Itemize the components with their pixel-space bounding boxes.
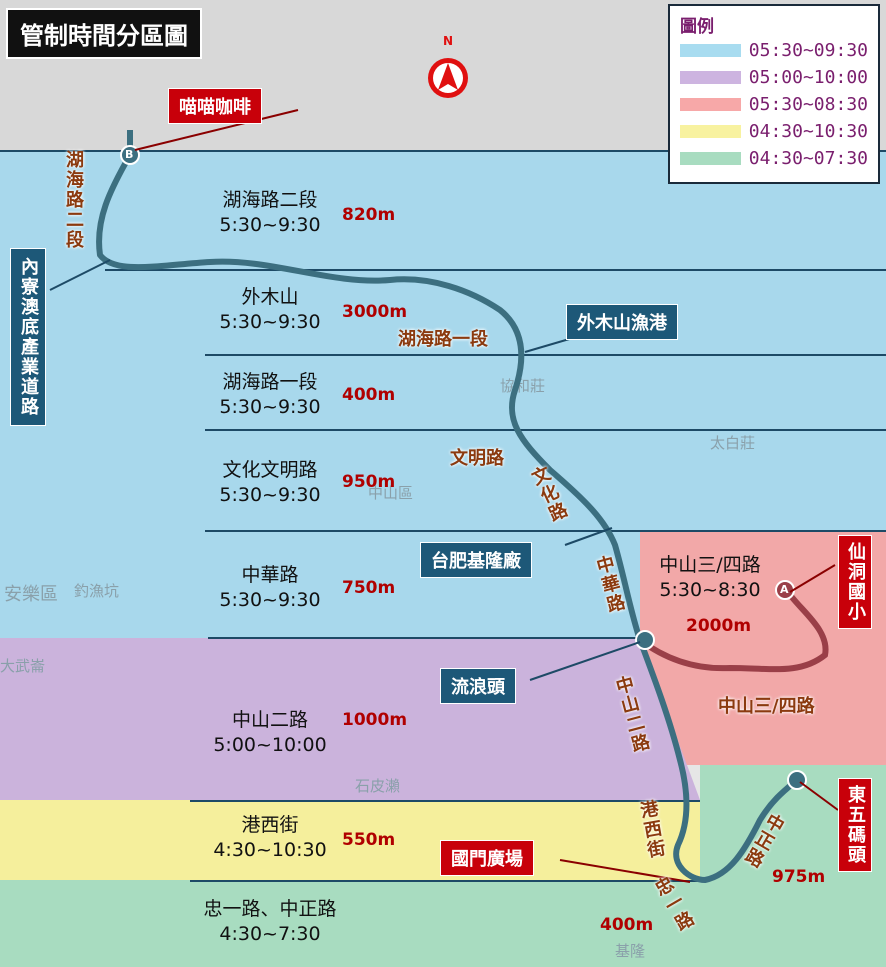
zone-separator: [0, 150, 886, 152]
road-label: 文明路: [450, 448, 504, 469]
zone-yellow: [0, 800, 700, 880]
legend-item: 04:30~10:30: [680, 118, 868, 145]
zone-separator: [190, 800, 700, 802]
legend-item: 05:30~08:30: [680, 91, 868, 118]
distance-label: 400m: [342, 385, 396, 405]
road-label: 湖海路一段: [398, 329, 488, 350]
place-label: 太白莊: [710, 434, 756, 452]
callout-liulangtou: 流浪頭: [440, 668, 516, 704]
callout-dongwu: 東五碼頭: [838, 778, 872, 872]
callout-pointer: [559, 859, 691, 883]
marker-a: [787, 770, 807, 790]
legend-title: 圖例: [680, 17, 714, 37]
zone-separator: [205, 354, 886, 356]
distance-label: 400m: [600, 915, 654, 935]
callout-pointer: [134, 109, 299, 151]
callout-pointer: [799, 781, 839, 811]
zone-separator: [205, 429, 886, 431]
legend-item: 05:30~09:30: [680, 37, 868, 64]
marker-b: [635, 630, 655, 650]
road-label: 中山三/四路: [718, 696, 815, 717]
compass-icon: [428, 58, 468, 98]
callout-pointer: [789, 564, 836, 593]
callout-cafe: 喵喵咖啡: [168, 88, 262, 124]
zone-purple: [0, 638, 700, 800]
distance-label: 820m: [342, 205, 396, 225]
zone-separator: [105, 269, 886, 271]
place-label: 安樂區: [4, 584, 58, 605]
place-label: 基隆: [615, 942, 646, 960]
place-label: 大武崙: [0, 657, 46, 675]
compass-label: N: [443, 34, 454, 48]
route-line: [96, 130, 799, 883]
zone-separator: [190, 880, 700, 882]
marker-b: [120, 145, 140, 165]
distance-label: 1000m: [342, 710, 408, 730]
distance-label: 550m: [342, 830, 396, 850]
callout-pointer: [49, 259, 111, 291]
place-label: 中山區: [368, 484, 414, 502]
legend-item: 04:30~07:30: [680, 145, 868, 172]
zone-green: [0, 880, 700, 967]
legend-item: 05:00~10:00: [680, 64, 868, 91]
place-label: 釣漁坑: [74, 582, 120, 600]
route-branch: [638, 590, 829, 673]
callout-pointer: [564, 527, 613, 546]
callout-taifei: 台肥基隆廠: [420, 542, 532, 578]
legend: 圖例 05:30~09:30 05:00~10:00 05:30~08:30 0…: [668, 4, 880, 184]
place-label: 協和莊: [500, 377, 546, 395]
distance-label: 750m: [342, 578, 396, 598]
marker-b-label: B: [125, 148, 134, 161]
distance-label: 3000m: [342, 302, 408, 322]
road-label: 湖海路二段: [63, 150, 84, 250]
zone-separator: [208, 637, 640, 639]
callout-neiliao: 內寮澳底產業道路: [10, 248, 46, 426]
callout-xiandong: 仙洞國小: [838, 535, 872, 629]
distance-label: 975m: [772, 867, 826, 887]
distance-label: 950m: [342, 472, 396, 492]
callout-pointer: [529, 641, 641, 681]
zone-separator: [205, 530, 886, 532]
marker-a-label: A: [780, 583, 789, 596]
distance-label: 2000m: [686, 616, 752, 636]
place-label: 石皮瀨: [355, 777, 401, 795]
callout-waimushan-harbor: 外木山漁港: [566, 304, 678, 340]
page-title: 管制時間分區圖: [6, 8, 202, 59]
callout-guomen: 國門廣場: [440, 840, 534, 876]
